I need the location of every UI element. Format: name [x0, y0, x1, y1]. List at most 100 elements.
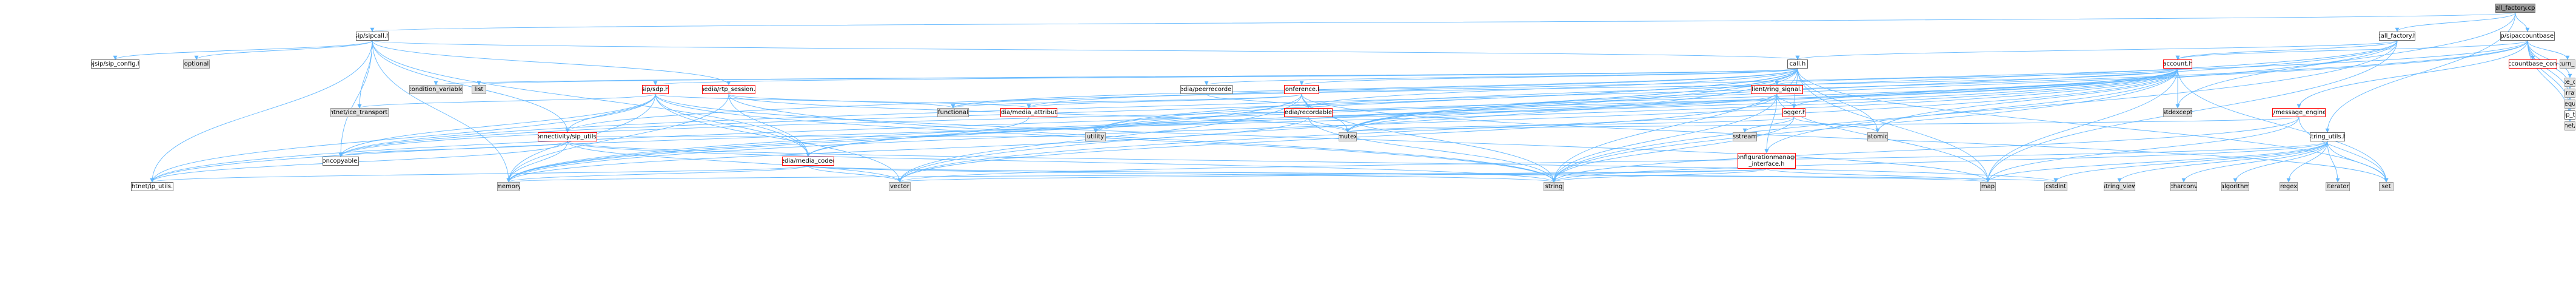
node-dhtnet-ice-options-h[interactable]: dhtnet/ice_options.h [2564, 78, 2575, 87]
node-string[interactable]: string [1544, 182, 1564, 191]
include-edge-account_h-to-string [1553, 68, 2178, 183]
node-sip-sipaccountbase-h[interactable]: sip/sipaccountbase.h [2500, 32, 2555, 41]
include-edge-arrowhead [2175, 55, 2180, 60]
include-edge-arrowhead [2297, 104, 2301, 109]
node-mutex[interactable]: mutex [1339, 132, 1357, 141]
include-edge-arrowhead [2384, 178, 2389, 183]
include-edge-logger_h-to-string [1553, 117, 1795, 183]
include-edge-client_ring_signal_h-to-vector [899, 93, 1778, 183]
include-edge-arrowhead [2233, 178, 2238, 183]
node-client-ring-signal-h[interactable]: client/ring_signal.h [1751, 85, 1803, 94]
include-edge-sipsipaccountbase_h-to-noncopyable_h [340, 40, 2528, 157]
node-map[interactable]: map [1980, 182, 1996, 191]
node-stdexcept[interactable]: stdexcept [2163, 108, 2192, 117]
include-edge-arrowhead [1204, 81, 1209, 86]
include-edge-string_utils_h-to-cstdint [2055, 141, 2328, 183]
node-media-peerrecorder-h[interactable]: media/peerrecorder.h [1180, 85, 1233, 94]
node-label: media/rtp_session.h [703, 86, 755, 93]
include-edge-client_ring_signal_h-to-utility [1095, 93, 1778, 133]
node-call-factory-cpp[interactable]: call_factory.cpp [2495, 4, 2535, 13]
node-call-h[interactable]: call.h [1787, 59, 1808, 69]
node-label: pjsip/sip_config.h [91, 61, 139, 67]
node-label: string [1545, 183, 1563, 190]
node-label: dhtnet/ip_utils.h [131, 183, 173, 190]
include-edge-arrowhead [1026, 104, 1031, 109]
include-edge-arrowhead [194, 55, 199, 60]
node-deque[interactable]: deque [2564, 100, 2575, 109]
include-edge-arrowhead [477, 81, 481, 86]
include-edge-conference_h-to-set [1301, 93, 2387, 183]
node-functional[interactable]: functional [937, 108, 969, 117]
include-edge-sipsipaccountbase_h-to-connectivity_sip_utils_h [567, 40, 2528, 133]
include-edge-account_h-to-noncopyable_h [340, 68, 2178, 157]
node-memory[interactable]: memory [497, 182, 520, 191]
node-sip-sdp-h[interactable]: sip/sdp.h [642, 85, 669, 94]
include-edge-sipsipcall_h-to-call_h [372, 40, 1798, 60]
node-logger-h[interactable]: logger.h [1782, 108, 1805, 117]
include-edge-connectivity_sip_utils_h-to-noncopyable_h [340, 141, 568, 157]
node-noncopyable-h[interactable]: noncopyable.h [323, 157, 359, 166]
node-account-h[interactable]: account.h [2163, 59, 2192, 69]
node-regex[interactable]: regex [2280, 182, 2298, 191]
include-edge-media_recordable_h-to-mutex [1308, 117, 1348, 133]
node-dhtnet-ip-utils-h[interactable]: dhtnet/ip_utils.h [131, 182, 173, 191]
node-set[interactable]: set [2379, 182, 2394, 191]
node-media-media-codec-h[interactable]: media/media_codec.h [782, 157, 834, 166]
include-edge-media_rtp_session_h-to-functional [728, 93, 954, 109]
node-condition-variable[interactable]: condition_variable [409, 85, 463, 94]
node-label: im/message_engine.h [2273, 109, 2325, 116]
node-label: atomic [1867, 134, 1888, 140]
node-label: sstream [1733, 134, 1757, 140]
node-iterator[interactable]: iterator [2326, 182, 2350, 191]
include-edge-connectivity_sip_utils_h-to-cstdint [567, 141, 2056, 183]
include-edge-im_message_engine_h-to-string [1553, 117, 2300, 183]
node-media-rtp-session-h[interactable]: media/rtp_session.h [702, 85, 755, 94]
include-edge-arrowhead [1791, 104, 1796, 109]
node-string-utils-h[interactable]: string_utils.h [2310, 132, 2345, 141]
include-edge-call_h-to-memory [508, 68, 1798, 183]
node-im-message-engine-h[interactable]: im/message_engine.h [2272, 108, 2326, 117]
node-connectivity-sip-utils-h[interactable]: connectivity/sip_utils.h [538, 132, 597, 141]
node-dhtnet-turn-cache-h[interactable]: dhtnet/turn_cache.h [2560, 59, 2575, 69]
node-optional[interactable]: optional [183, 59, 210, 69]
node-sip-sipcall-h[interactable]: sip/sipcall.h [356, 32, 389, 41]
node-pjsip-sip-config-h[interactable]: pjsip/sip_config.h [91, 59, 139, 69]
node-utility[interactable]: utility [1085, 132, 1106, 141]
node-string-view[interactable]: string_view [2104, 182, 2135, 191]
node-charconv[interactable]: charconv [2170, 182, 2197, 191]
include-edge-string_utils_h-to-iterator [2327, 141, 2338, 183]
include-edge-connectivity_sip_utils_h-to-dhtnet_ip_utils_h [152, 141, 568, 183]
node-pjsip-sip-types-h[interactable]: pjsip/sip_types.h [2564, 110, 2575, 120]
node-list[interactable]: list [472, 85, 486, 94]
node-sipaccountbase-config-h[interactable]: sipaccountbase_config.h [2509, 59, 2557, 69]
include-edge-configurationmanager_interface_h-to-string [1553, 168, 1767, 183]
node-label: call_factory.cpp [2495, 5, 2535, 12]
node-configurationmanager-interface-h[interactable]: configurationmanager _interface.h [1738, 153, 1796, 169]
include-edge-sip_sdp_h-to-noncopyable_h [340, 93, 656, 157]
node-array[interactable]: array [2564, 89, 2575, 98]
include-edge-call_h-to-media_peerrecorder_h [1206, 68, 1798, 86]
node-call-factory-h[interactable]: call_factory.h [2379, 32, 2415, 41]
node-conference-h[interactable]: conference.h [1284, 85, 1319, 94]
node-label: connectivity/sip_utils.h [538, 134, 597, 140]
node-atomic[interactable]: atomic [1867, 132, 1888, 141]
include-edge-call_h-to-conference_h [1301, 68, 1798, 86]
node-cstdint[interactable]: cstdint [2044, 182, 2067, 191]
node-media-recordable-h[interactable]: media/recordable.h [1284, 108, 1333, 117]
include-edge-string_utils_h-to-set [2327, 141, 2387, 183]
include-edge-call_factory_h-to-account_h [2177, 40, 2398, 60]
node-sstream[interactable]: sstream [1733, 132, 1757, 141]
include-edge-media_rtp_session_h-to-media_media_codec_h [728, 93, 809, 157]
include-edge-sip_sdp_h-to-connectivity_sip_utils_h [567, 93, 656, 133]
include-edge-call_h-to-functional [952, 68, 1798, 109]
node-dhtnet-ice-transport-h[interactable]: dhtnet/ice_transport.h [330, 108, 389, 117]
node-netinet-in-h[interactable]: netinet/in.h [2564, 121, 2575, 130]
node-label: logger.h [1782, 109, 1805, 116]
node-vector[interactable]: vector [889, 182, 911, 191]
include-edge-configurationmanager_interface_h-to-map [1766, 168, 1989, 183]
include-edge-sipsipaccountbase_h-to-netinet_in_h [2527, 40, 2571, 122]
node-algorithm[interactable]: algorithm [2221, 182, 2249, 191]
include-edge-arrowhead [2525, 27, 2530, 32]
